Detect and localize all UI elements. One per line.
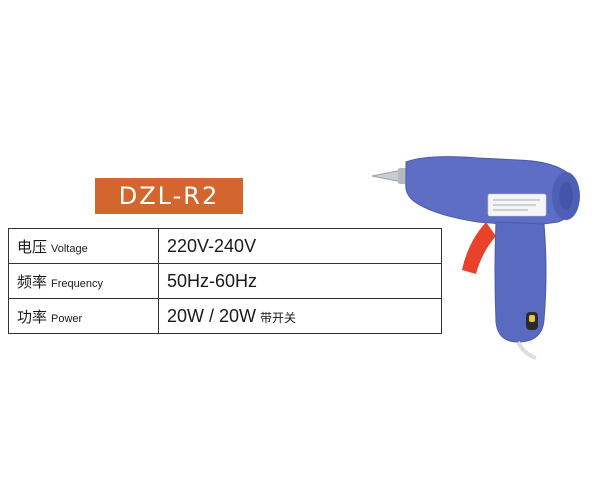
- spec-value-text: 220V-240V: [167, 235, 257, 256]
- spec-label-cn: 电压: [17, 237, 48, 256]
- nozzle: [371, 169, 403, 183]
- spec-label-en: Frequency: [51, 277, 103, 290]
- spec-label-cn: 频率: [17, 272, 48, 291]
- trigger: [462, 222, 496, 274]
- spec-value: 220V-240V: [158, 228, 442, 264]
- gun-handle: [494, 221, 547, 343]
- spec-value-text: 20W / 20W: [167, 305, 257, 326]
- model-badge: DZL-R2: [95, 178, 243, 214]
- spec-label-en: Power: [51, 312, 83, 325]
- spec-value: 50Hz-60Hz: [158, 263, 442, 299]
- power-cable: [516, 341, 537, 360]
- spec-label-cn: 功率: [17, 307, 48, 326]
- spec-value-text: 50Hz-60Hz: [167, 270, 258, 291]
- switch-note: 带开关: [260, 310, 297, 325]
- spec-label-en: Voltage: [51, 242, 88, 255]
- glue-gun-image: [371, 156, 580, 360]
